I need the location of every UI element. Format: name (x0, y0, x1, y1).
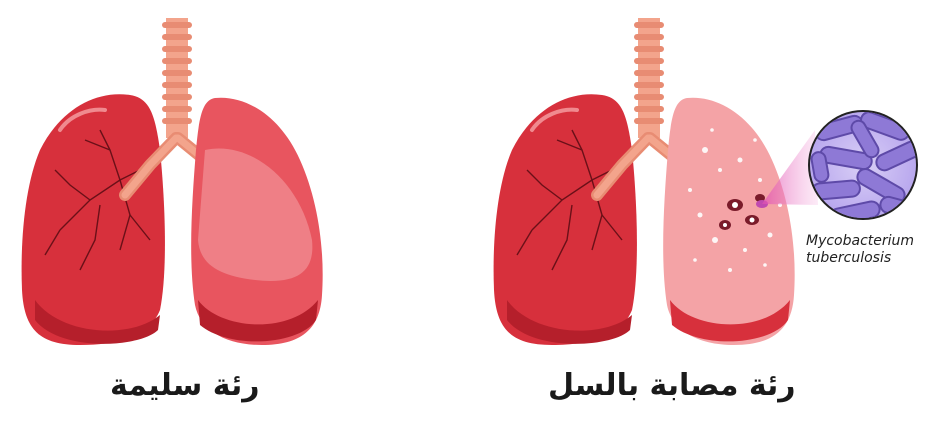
trachea (162, 18, 192, 138)
trachea-2 (634, 18, 664, 138)
healthy-lungs-illustration (22, 18, 323, 345)
bacteria-label-line1: Mycobacterium (806, 233, 914, 250)
infected-lung-caption: رئة مصابة بالسل (548, 368, 796, 403)
healthy-lung-caption: رئة سليمة (110, 368, 259, 403)
bacteria-label-line2: tuberculosis (806, 250, 891, 267)
right-lung (22, 94, 165, 345)
infected-lungs-illustration (494, 18, 795, 345)
right-lung-2 (494, 94, 637, 345)
